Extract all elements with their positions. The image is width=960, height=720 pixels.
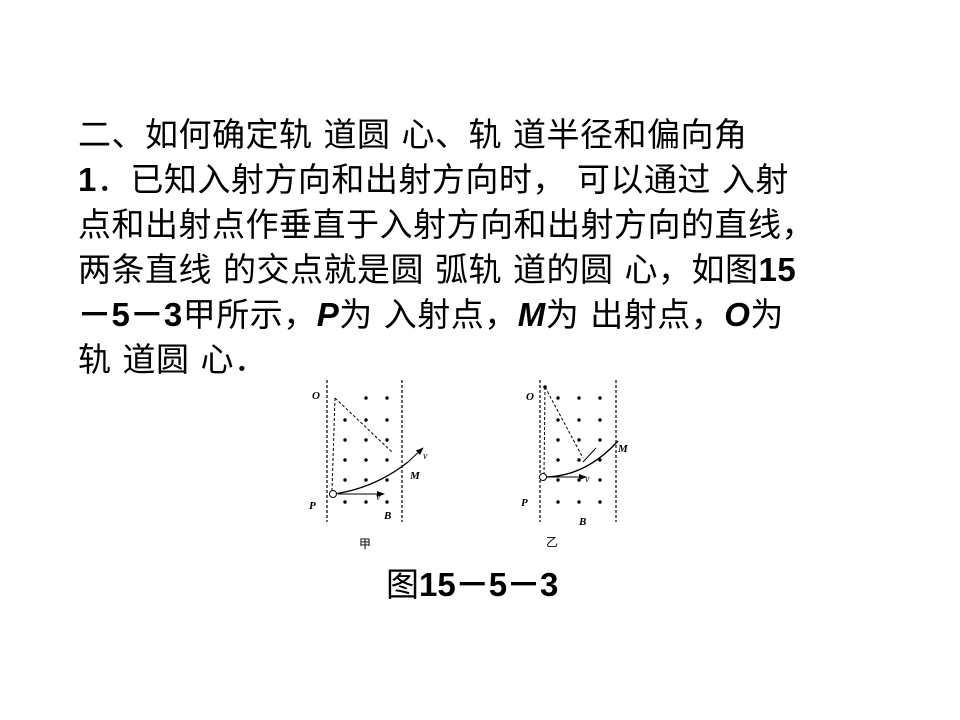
field-dot xyxy=(364,396,368,400)
field-dot xyxy=(343,418,347,422)
field-dot xyxy=(556,458,560,462)
field-dot xyxy=(556,418,560,422)
field-dot xyxy=(556,500,560,504)
label-o: O xyxy=(526,391,534,403)
field-dot xyxy=(577,438,581,442)
symbol-p: P xyxy=(316,296,340,333)
figure-caption: 图15－5－3 xyxy=(386,565,558,605)
field-dot xyxy=(385,458,389,462)
trajectory-arc xyxy=(545,440,619,478)
slide-body: 二、如何确定轨 道圆 心、轨 道半径和偏向角 1．已知入射方向和出射方向时， 可… xyxy=(78,112,898,382)
item-number: 1 xyxy=(78,161,97,198)
field-dot xyxy=(343,478,347,482)
paragraph-text-3: 两条直线 的交点就是圆 弧轨 道的圆 心，如图 xyxy=(78,250,759,289)
field-dot xyxy=(343,458,347,462)
field-dot xyxy=(385,500,389,504)
caption-prefix: 图 xyxy=(386,565,419,604)
figure-ref-number: 15 xyxy=(758,251,797,288)
field-dot xyxy=(598,396,602,400)
field-dot xyxy=(364,500,368,504)
label-m: M xyxy=(409,470,421,482)
field-dot xyxy=(556,396,560,400)
section-heading: 二、如何确定轨 道圆 心、轨 道半径和偏向角 xyxy=(78,115,748,154)
field-dot xyxy=(577,396,581,400)
field-dot xyxy=(364,438,368,442)
paragraph-text-4a: 甲所示， xyxy=(182,295,317,334)
field-dot xyxy=(385,418,389,422)
radius-line-om xyxy=(544,386,584,459)
field-dot xyxy=(364,458,368,462)
label-v-entry: v xyxy=(376,492,381,503)
figure-ref-suffix: －5－3 xyxy=(78,296,183,333)
entry-point-p xyxy=(329,490,337,498)
field-dot xyxy=(598,478,602,482)
paragraph-text-4d: 为 xyxy=(750,295,784,334)
entry-point-p xyxy=(539,473,547,481)
field-dot xyxy=(598,438,602,442)
field-dot xyxy=(556,438,560,442)
field-dot xyxy=(343,500,347,504)
paragraph-text-4b: 为 入射点， xyxy=(339,295,518,334)
radius-line-op xyxy=(543,386,546,475)
paragraph-line-5: 轨 道圆 心． xyxy=(78,340,268,379)
field-dot xyxy=(364,418,368,422)
field-dot xyxy=(385,438,389,442)
paragraph-text-1: ．已知入射方向和出射方向时， 可以通过 入射 xyxy=(96,160,789,199)
symbol-o: O xyxy=(724,296,751,333)
field-dot xyxy=(598,458,602,462)
label-p: P xyxy=(521,497,528,509)
radius-line-om xyxy=(334,397,393,453)
field-dot xyxy=(343,438,347,442)
exit-velocity-arrow xyxy=(407,447,424,463)
paragraph-line-4: －5－3甲所示，P为 入射点，M为 出射点，O为 xyxy=(78,292,898,337)
paragraph-line-1: 1．已知入射方向和出射方向时， 可以通过 入射 xyxy=(78,157,898,202)
field-dot xyxy=(556,478,560,482)
field-dot xyxy=(385,478,389,482)
label-p: P xyxy=(309,500,316,512)
figure-15-5-3: O P M B v v 甲 O P M B v 乙 xyxy=(309,380,629,551)
label-b: B xyxy=(383,510,391,522)
field-dot xyxy=(577,500,581,504)
magnetic-field-dots xyxy=(343,396,389,504)
label-v-exit: v xyxy=(423,451,428,462)
caption-number: 15－5－3 xyxy=(419,566,559,603)
diagram-left: O P M B v v 甲 xyxy=(309,380,428,551)
field-dot xyxy=(598,500,602,504)
caption-jia: 甲 xyxy=(359,537,371,551)
symbol-m: M xyxy=(517,296,546,333)
trajectory-arc xyxy=(333,461,409,495)
paragraph-text-4c: 为 出射点， xyxy=(545,295,725,334)
field-dot xyxy=(598,418,602,422)
paragraph-line-3: 两条直线 的交点就是圆 弧轨 道的圆 心，如图15 xyxy=(78,247,898,292)
exit-direction-tick xyxy=(582,447,597,463)
field-dot xyxy=(577,458,581,462)
field-dot xyxy=(364,478,368,482)
label-m: M xyxy=(617,443,629,455)
label-b: B xyxy=(578,516,586,528)
label-v-entry: v xyxy=(585,474,590,485)
label-o: O xyxy=(312,390,320,402)
paragraph-line-2: 点和出射点作垂直于入射方向和出射方向的直线， xyxy=(78,205,815,244)
radius-line-op xyxy=(331,397,336,491)
magnetic-field-dots xyxy=(556,396,602,504)
diagram-right: O P M B v 乙 xyxy=(521,380,629,549)
field-dot xyxy=(385,396,389,400)
field-dot xyxy=(577,478,581,482)
field-dot xyxy=(577,418,581,422)
caption-yi: 乙 xyxy=(546,535,558,549)
